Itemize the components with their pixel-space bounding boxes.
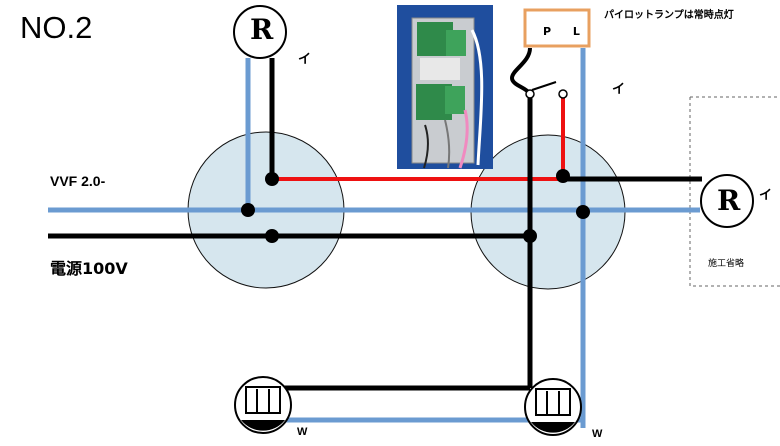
pilot-lamp-box	[523, 8, 591, 48]
lamp-r-right	[700, 174, 754, 228]
outlet-left	[234, 376, 292, 434]
connection-dots	[241, 169, 590, 243]
switch-mark-2: イ	[612, 82, 626, 97]
lamp-r-top-label: R	[250, 13, 274, 46]
omitted-area-outline	[689, 96, 780, 287]
switch-mark-1: イ	[298, 52, 312, 67]
cable-spec-label: VVF 2.0-	[50, 173, 106, 189]
diagram-title: NO.2	[20, 10, 93, 45]
power-source-label: 電源100V	[50, 259, 128, 278]
outlet-w-label-right: W	[592, 428, 603, 440]
lamp-r-right-label: R	[717, 184, 741, 217]
switch-mark-3: イ	[759, 188, 773, 203]
switch-symbol	[525, 81, 568, 99]
wiring-device-photo	[397, 5, 493, 169]
pilot-lamp-note: パイロットランプは常時点灯	[604, 10, 734, 21]
lamp-r-top	[233, 5, 287, 59]
outlet-right	[524, 378, 582, 436]
red-wire	[272, 96, 565, 181]
outlet-w-label-left: W	[297, 426, 308, 438]
pilot-lamp-label: P L	[543, 25, 589, 38]
omitted-label: 施工省略	[708, 259, 745, 269]
